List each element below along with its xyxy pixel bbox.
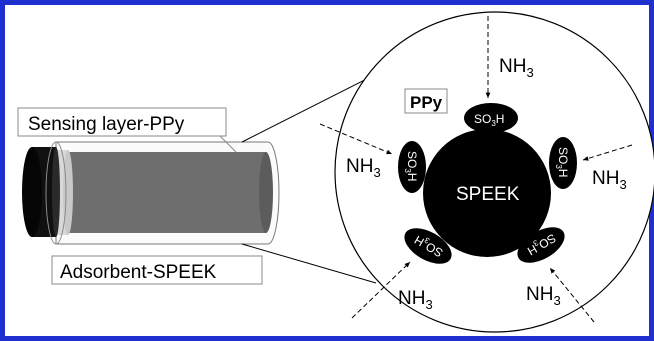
fiber-cap-end — [22, 147, 42, 237]
nh3-label-right: NH3 — [592, 168, 627, 192]
so3h-right-main: SO — [556, 147, 570, 164]
so3h-left-main: SO — [405, 151, 419, 168]
adsorbent-text: Adsorbent-SPEEK — [60, 262, 217, 283]
nh3-label-left: NH3 — [346, 156, 381, 180]
so3h-group-lower-right: SO3H — [517, 227, 565, 263]
svg-text:SO3H: SO3H — [554, 147, 570, 177]
fiber-cap-rim — [52, 147, 60, 237]
sensing-layer-label: Sensing layer-PPy — [17, 107, 227, 137]
nh3-label-bottom-left: NH3 — [398, 288, 433, 312]
ppy-label: PPy — [404, 88, 448, 114]
so3h-group-right: SO3H — [549, 137, 577, 189]
so3h-right-tail: H — [556, 169, 570, 178]
sheath-rim — [45, 141, 67, 245]
nh3-label-bottom-right: NH3 — [526, 284, 561, 308]
speek-particle — [423, 129, 551, 257]
so3h-lower-right-sub: 3 — [531, 238, 540, 248]
zoom-line-bottom — [241, 243, 377, 284]
adsorbent-label: Adsorbent-SPEEK — [51, 255, 263, 285]
svg-text:SO3H: SO3H — [474, 112, 504, 128]
nh3-label-top: NH3 — [499, 56, 534, 80]
so3h-right-sub: 3 — [554, 164, 563, 169]
so3h-top-main: SO — [474, 112, 491, 126]
sensing-layer-text: Sensing layer-PPy — [28, 114, 185, 135]
so3h-top-tail: H — [496, 112, 505, 126]
nh3-arrow-bottom-right — [549, 267, 595, 323]
fiber-core-end — [259, 152, 273, 233]
fiber-core — [60, 152, 266, 233]
ppy-text: PPy — [410, 93, 443, 112]
so3h-group-left: SO3H — [398, 141, 426, 193]
so3h-group-lower-left: SO3H — [404, 228, 452, 264]
speek-text: SPEEK — [456, 184, 520, 205]
nh3-arrow-left — [319, 123, 393, 155]
so3h-lower-left-sub: 3 — [423, 235, 432, 245]
so3h-group-top: SO3H — [464, 103, 518, 133]
so3h-left-tail: H — [405, 173, 419, 182]
nh3-arrow-right — [582, 144, 633, 161]
nh3-arrow-bottom-left — [351, 261, 411, 319]
so3h-left-sub: 3 — [403, 168, 412, 173]
svg-text:SO3H: SO3H — [403, 151, 419, 181]
so3h-top-sub: 3 — [491, 119, 496, 128]
fiber-cylinder — [22, 141, 280, 245]
sensing-leader — [219, 135, 237, 153]
